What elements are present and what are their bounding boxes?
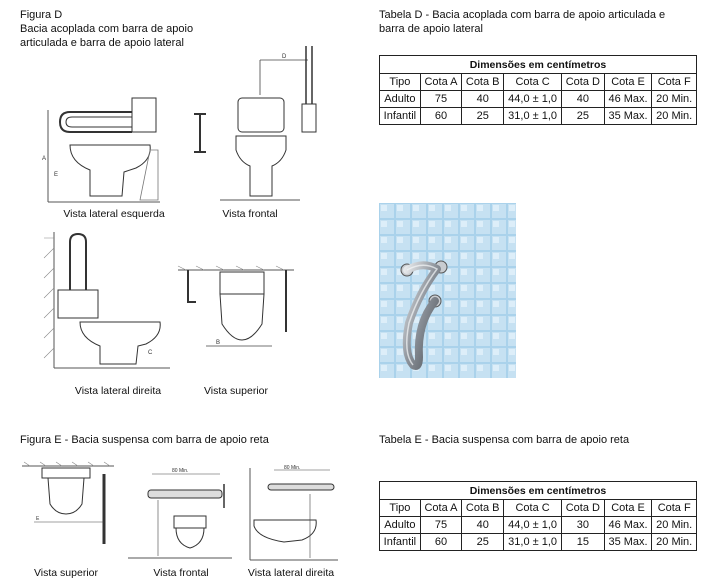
table-cell: 20 Min. [651,107,697,125]
table-e-col: Cota B [461,499,505,517]
table-cell: 20 Min. [651,90,697,108]
table-cell: 46 Max. [603,90,653,108]
figure-d-caption-right: Vista lateral direita [74,385,162,397]
table-d-col: Cota D [561,73,605,91]
figure-d-title-line1: Bacia acoplada com barra de apoio [20,23,194,35]
svg-text:C: C [148,350,153,356]
table-d-col: Cota C [503,73,562,91]
table-d-header: Dimensões em centímetros [379,55,697,74]
table-d: Dimensões em centímetros Tipo Cota A Cot… [379,55,697,125]
table-cell: 60 [419,107,463,125]
svg-text:A: A [42,156,46,162]
table-row: Adulto 75 40 44,0 ± 1,0 40 46 Max. 20 Mi… [379,90,697,108]
table-row: Infantil 60 25 31,0 ± 1,0 15 35 Max. 20 … [379,533,697,551]
table-e-col: Cota A [419,499,463,517]
table-cell: 31,0 ± 1,0 [503,107,562,125]
table-d-col: Cota F [651,73,697,91]
table-cell: 35 Max. [603,533,653,551]
table-cell: 20 Min. [651,516,697,534]
figure-e-top-view-drawing: E [22,461,114,544]
table-cell: 20 Min. [651,533,697,551]
table-cell: 60 [419,533,463,551]
figure-e-title: Figura E - Bacia suspensa com barra de a… [20,434,269,446]
figure-d-label: Figura D [20,9,63,21]
figure-e-front-dim-note: 80 Min. [172,468,188,474]
figure-e-caption-right: Vista lateral direita [247,567,335,579]
figure-d-caption-left: Vista lateral esquerda [63,208,165,220]
table-cell: Adulto [379,90,421,108]
table-e: Dimensões em centímetros Tipo Cota A Cot… [379,481,697,551]
table-cell: 40 [461,516,505,534]
table-cell: 40 [561,90,605,108]
table-cell: Infantil [379,107,421,125]
figure-e-caption-front: Vista frontal [153,567,209,579]
table-cell: 46 Max. [603,516,653,534]
svg-text:D: D [282,54,287,60]
figure-d-left-view-drawing: A E [42,97,160,203]
table-row: Infantil 60 25 31,0 ± 1,0 25 35 Max. 20 … [379,107,697,125]
table-row: Adulto 75 40 44,0 ± 1,0 30 46 Max. 20 Mi… [379,516,697,534]
table-cell: 40 [461,90,505,108]
table-cell: 25 [561,107,605,125]
table-e-col: Cota E [603,499,653,517]
figure-d-caption-front: Vista frontal [222,208,278,220]
table-d-col: Tipo [379,73,421,91]
grab-bar-photo [379,203,516,378]
table-cell: 25 [461,107,505,125]
table-e-col: Cota C [503,499,562,517]
svg-text:E: E [54,172,58,178]
figure-d-right-view-drawing: C [43,232,170,369]
figure-d-caption-top: Vista superior [203,385,268,397]
table-cell: Infantil [379,533,421,551]
table-e-col: Cota D [561,499,605,517]
figure-d-front-view-drawing: D [194,46,317,201]
table-e-column-row: Tipo Cota A Cota B Cota C Cota D Cota E … [379,499,697,517]
table-cell: 75 [419,90,463,108]
figure-d-top-view-drawing: B [177,265,294,347]
table-d-title-line1: Tabela D - Bacia acoplada com barra de a… [379,9,666,21]
table-cell: 25 [461,533,505,551]
figure-d-title-line2: articulada e barra de apoio lateral [20,37,184,49]
table-e-col: Tipo [379,499,421,517]
table-d-col: Cota A [419,73,463,91]
figure-e-right-dim-note: 80 Min. [284,465,300,471]
figure-e-right-view-drawing: 80 Min. [249,465,338,561]
table-cell: 44,0 ± 1,0 [503,90,562,108]
table-cell: 44,0 ± 1,0 [503,516,562,534]
table-d-column-row: Tipo Cota A Cota B Cota C Cota D Cota E … [379,73,697,91]
table-cell: Adulto [379,516,421,534]
figure-e-front-view-drawing: 80 Min. [128,468,232,559]
svg-text:E: E [36,516,40,522]
table-cell: 35 Max. [603,107,653,125]
table-cell: 15 [561,533,605,551]
table-d-title-line2: barra de apoio lateral [379,23,483,35]
table-e-header: Dimensões em centímetros [379,481,697,500]
table-e-col: Cota F [651,499,697,517]
table-d-col: Cota B [461,73,505,91]
table-e-title: Tabela E - Bacia suspensa com barra de a… [379,434,630,446]
table-cell: 30 [561,516,605,534]
table-cell: 31,0 ± 1,0 [503,533,562,551]
svg-text:B: B [216,340,220,346]
table-cell: 75 [419,516,463,534]
table-d-col: Cota E [603,73,653,91]
figure-e-caption-top: Vista superior [33,567,98,579]
